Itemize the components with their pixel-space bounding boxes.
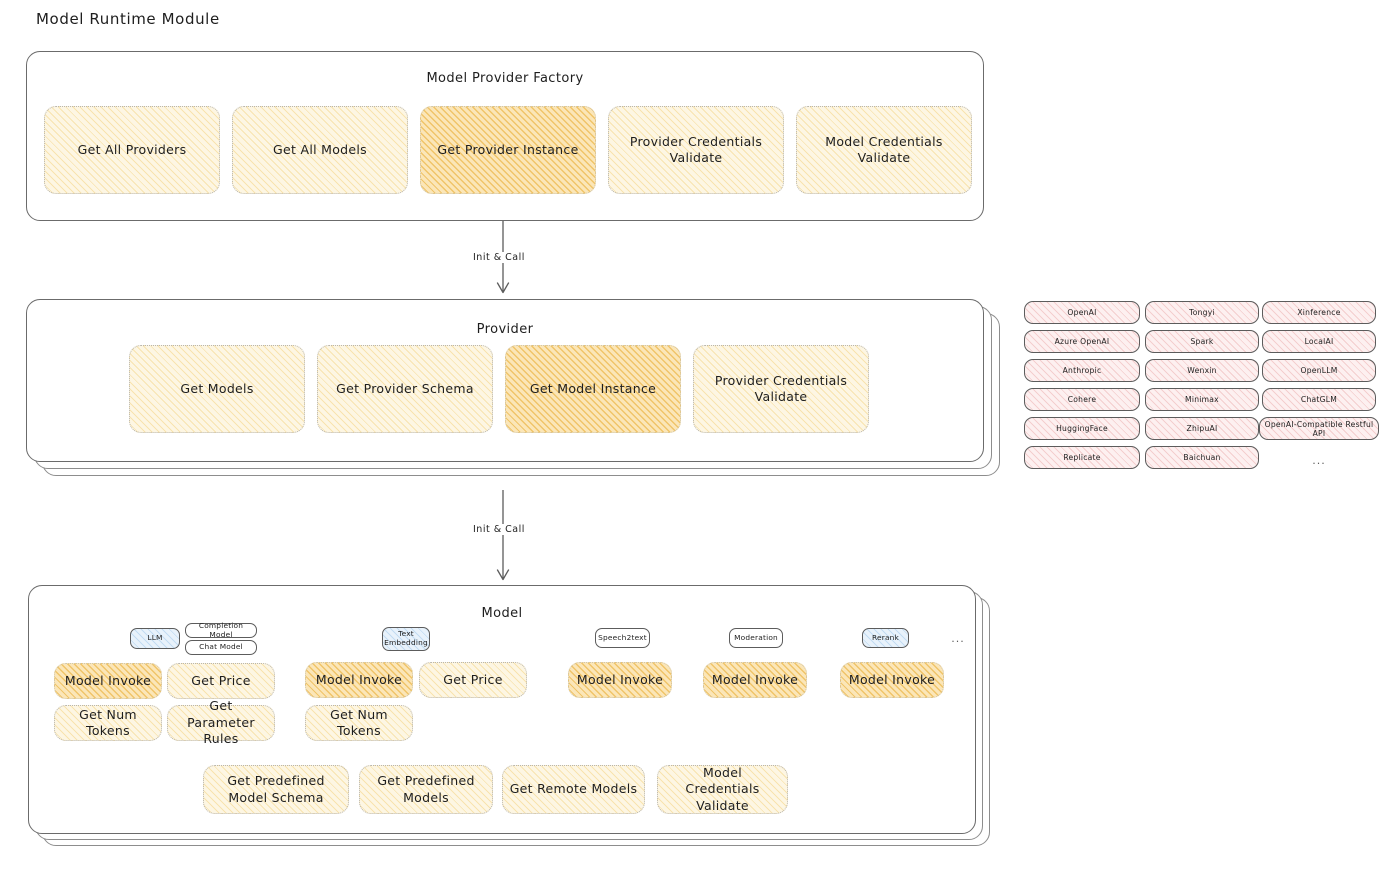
provider-box-get-provider-schema[interactable]: Get Provider Schema (317, 345, 493, 433)
provider-chip-wenxin[interactable]: Wenxin (1145, 359, 1259, 382)
provider-box-get-models[interactable]: Get Models (129, 345, 305, 433)
model-title: Model (481, 606, 523, 621)
model-box-get-predefined-models[interactable]: Get Predefined Models (359, 765, 493, 814)
factory-box-get-all-models[interactable]: Get All Models (232, 106, 408, 194)
provider-chip-cohere[interactable]: Cohere (1024, 388, 1140, 411)
text-embedding-box-get-price[interactable]: Get Price (419, 662, 527, 698)
provider-chip-openai-compatible-restful-api[interactable]: OpenAI-Compatible Restful API (1259, 417, 1379, 440)
provider-chip-xinference[interactable]: Xinference (1262, 301, 1376, 324)
model-box-get-remote-models[interactable]: Get Remote Models (502, 765, 645, 814)
provider-chip-tongyi[interactable]: Tongyi (1145, 301, 1259, 324)
factory-box-get-provider-instance[interactable]: Get Provider Instance (420, 106, 596, 194)
factory-box-get-all-providers[interactable]: Get All Providers (44, 106, 220, 194)
model-box-get-predefined-model-schema[interactable]: Get Predefined Model Schema (203, 765, 349, 814)
text-embedding-box-get-num-tokens[interactable]: Get Num Tokens (305, 705, 413, 741)
provider-box-get-model-instance[interactable]: Get Model Instance (505, 345, 681, 433)
provider-title: Provider (476, 322, 534, 337)
model-subtag-chat-model[interactable]: Chat Model (185, 640, 257, 655)
moderation-box-model-invoke[interactable]: Model Invoke (703, 662, 807, 698)
factory-box-model-credentials-validate[interactable]: Model Credentials Validate (796, 106, 972, 194)
text-embedding-box-model-invoke[interactable]: Model Invoke (305, 662, 413, 698)
model-type-tag-rerank[interactable]: Rerank (862, 628, 909, 648)
provider-chip-spark[interactable]: Spark (1145, 330, 1259, 353)
model-type-tag-text-embedding[interactable]: Text Embedding (382, 627, 430, 651)
provider-chip-localai[interactable]: LocalAI (1262, 330, 1376, 353)
provider-chip-minimax[interactable]: Minimax (1145, 388, 1259, 411)
provider-chip-chatglm[interactable]: ChatGLM (1262, 388, 1376, 411)
provider-chip-replicate[interactable]: Replicate (1024, 446, 1140, 469)
page-title: Model Runtime Module (36, 10, 220, 28)
provider-list-more-dots: ... (1312, 453, 1326, 467)
model-type-tag-moderation[interactable]: Moderation (729, 628, 783, 648)
arrow-label-init-and-call-2: Init & Call (470, 524, 528, 535)
provider-chip-azure-openai[interactable]: Azure OpenAI (1024, 330, 1140, 353)
arrow-provider-to-model (496, 490, 510, 581)
llm-box-model-invoke[interactable]: Model Invoke (54, 663, 162, 699)
llm-box-get-num-tokens[interactable]: Get Num Tokens (54, 705, 162, 741)
model-box-model-credentials-validate[interactable]: Model Credentials Validate (657, 765, 788, 814)
provider-chip-baichuan[interactable]: Baichuan (1145, 446, 1259, 469)
model-types-more-dots: ... (951, 631, 965, 645)
arrow-label-init-and-call-1: Init & Call (470, 252, 528, 263)
model-type-tag-llm[interactable]: LLM (130, 628, 180, 649)
provider-chip-zhipuai[interactable]: ZhipuAI (1145, 417, 1259, 440)
provider-box-provider-credentials-validate[interactable]: Provider Credentials Validate (693, 345, 869, 433)
factory-box-provider-credentials-validate[interactable]: Provider Credentials Validate (608, 106, 784, 194)
llm-box-get-price[interactable]: Get Price (167, 663, 275, 699)
provider-chip-huggingface[interactable]: HuggingFace (1024, 417, 1140, 440)
speech2text-box-model-invoke[interactable]: Model Invoke (568, 662, 672, 698)
model-subtag-completion-model[interactable]: Completion Model (185, 621, 257, 638)
llm-box-get-parameter-rules[interactable]: Get Parameter Rules (167, 698, 275, 746)
provider-chip-openai[interactable]: OpenAI (1024, 301, 1140, 324)
provider-chip-anthropic[interactable]: Anthropic (1024, 359, 1140, 382)
model-provider-factory-title: Model Provider Factory (426, 71, 584, 86)
model-type-tag-speech2text[interactable]: Speech2text (595, 628, 650, 648)
rerank-box-model-invoke[interactable]: Model Invoke (840, 662, 944, 698)
provider-chip-openllm[interactable]: OpenLLM (1262, 359, 1376, 382)
